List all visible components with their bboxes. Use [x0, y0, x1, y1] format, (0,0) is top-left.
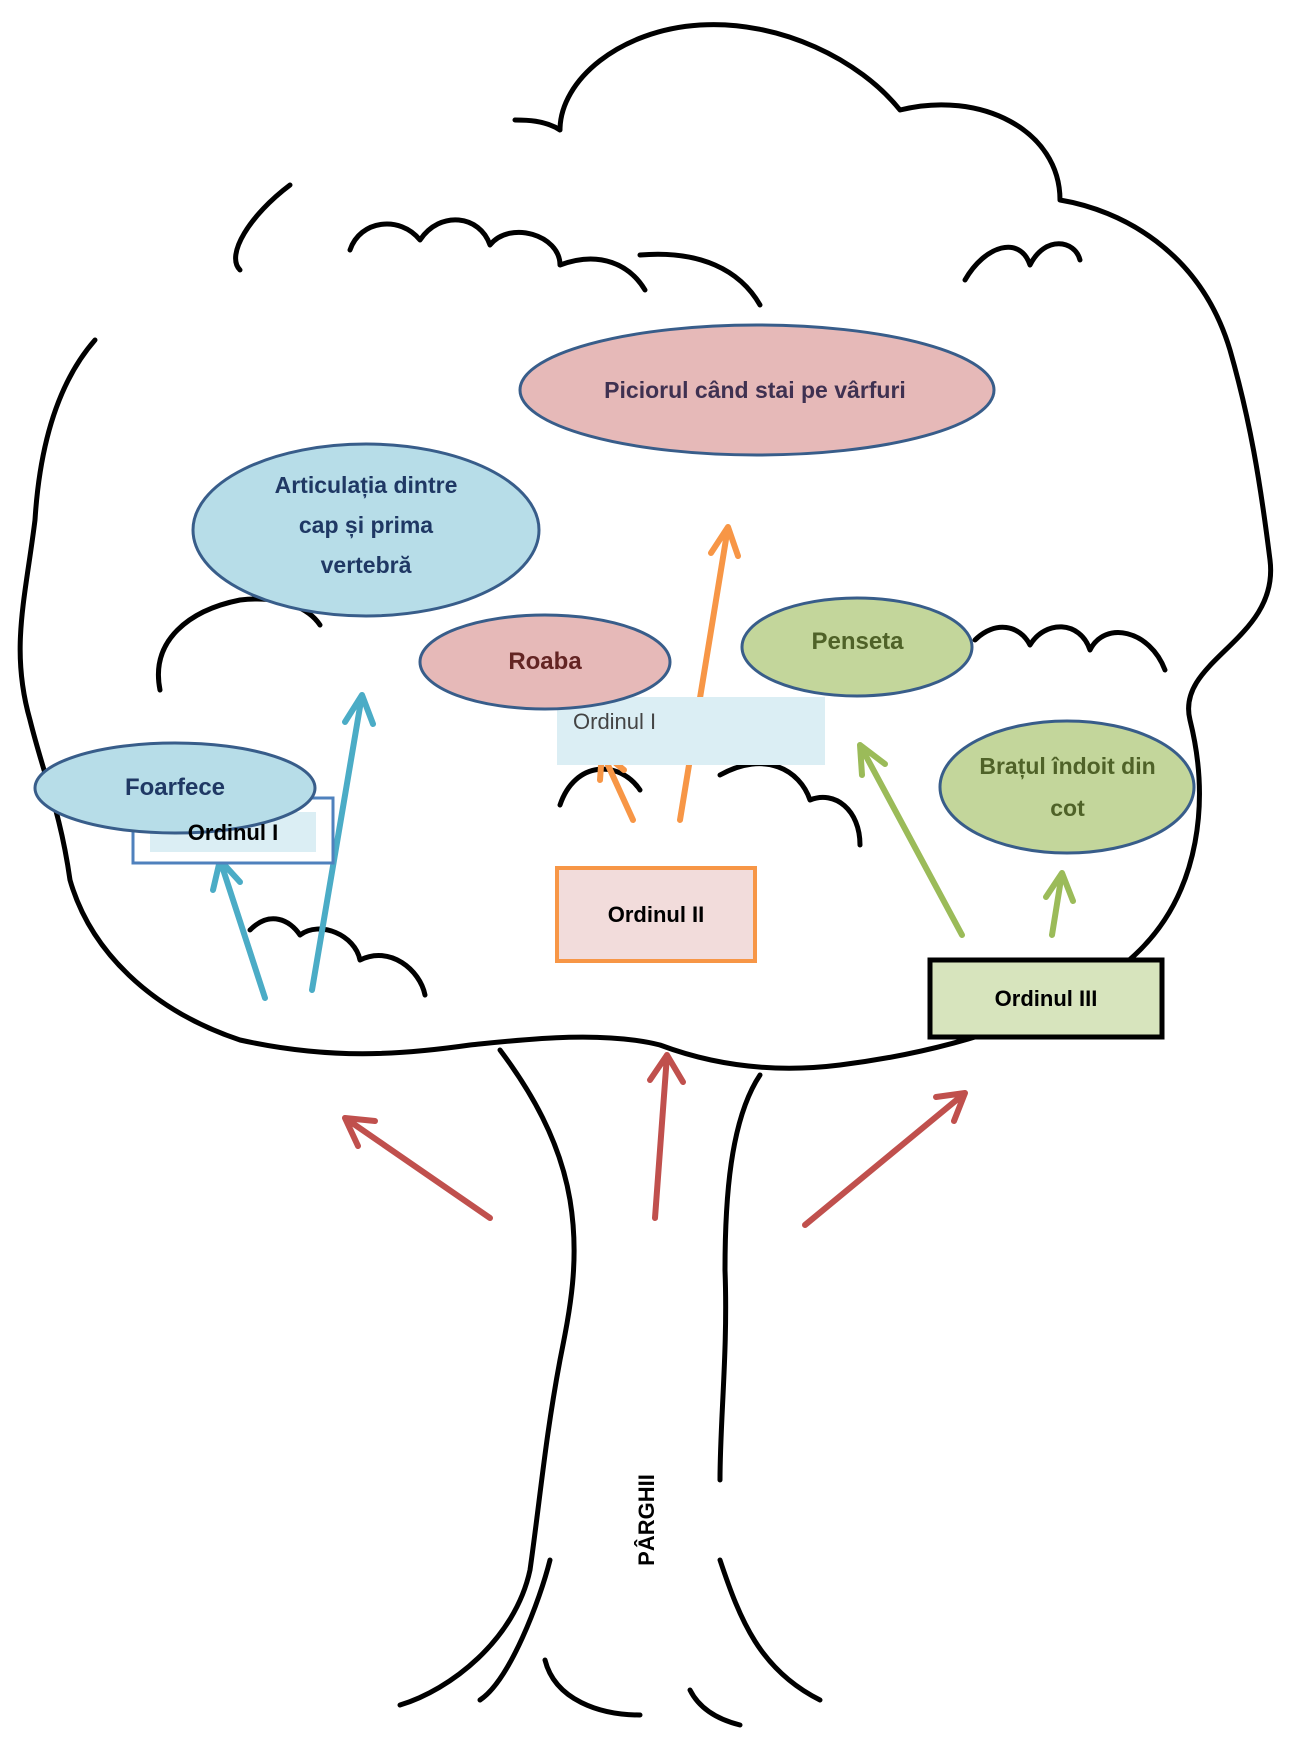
tree-crown [17, 22, 1274, 1071]
tree-trunk [397, 1047, 823, 1728]
arrow-to-bratul [1043, 870, 1076, 938]
root-label: PÂRGHII [634, 1474, 659, 1566]
arrow-to-foarfece [210, 857, 268, 1001]
crown-scallop-right [972, 624, 1168, 673]
piciorul-ellipse [518, 323, 996, 457]
ordinul-3-arrows [857, 742, 1076, 938]
root-arrows [342, 1052, 968, 1228]
crown-scallop-bottom-left [247, 916, 428, 998]
tree-outline [17, 22, 1274, 1728]
root-arrow-center [647, 1052, 686, 1221]
roaba-ellipse [418, 613, 672, 711]
root-arrow-right [802, 1090, 968, 1228]
root-arrow-left [342, 1115, 493, 1221]
stray-ordinul-box [557, 697, 825, 765]
ordinul-2-box [555, 866, 757, 963]
crown-scallop-top [347, 217, 648, 293]
penseta-ellipse [740, 596, 974, 698]
crown-scallop-upper-mid [637, 251, 763, 308]
arrow-to-penseta [857, 742, 965, 938]
bratul-ellipse [938, 719, 1196, 855]
ordinul-1-arrows [210, 692, 376, 1001]
articulatia-ellipse [191, 442, 541, 618]
ordinul-3-box [927, 957, 1165, 1040]
foarfece-ellipse [33, 741, 317, 835]
crown-scallop-left [156, 596, 323, 693]
arrow-to-piciorul [677, 524, 741, 823]
arrow-to-articulatia [309, 692, 376, 993]
crown-scallop-upper-right [962, 241, 1083, 283]
crown-scallop-center [557, 761, 863, 848]
